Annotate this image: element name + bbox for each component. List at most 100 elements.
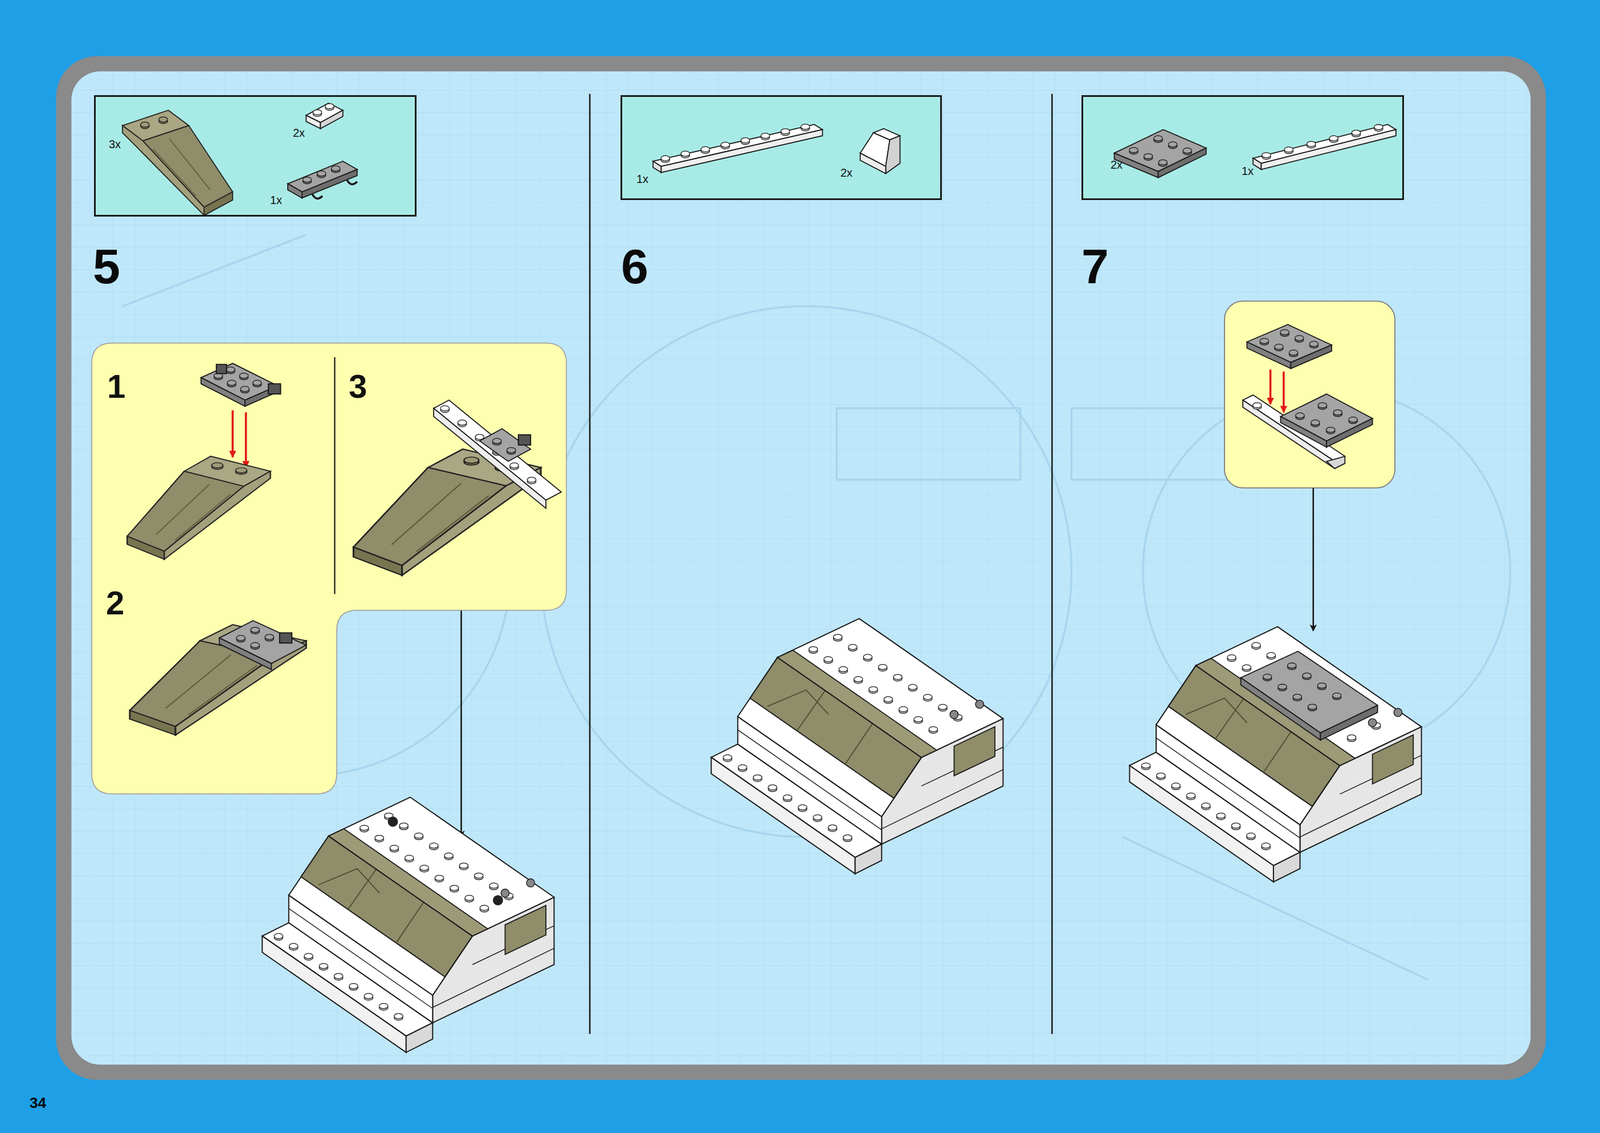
grey-plate-part [1246,341,1291,369]
clip-plate-part [287,183,302,198]
windscreen-part [122,109,233,215]
plate-assembly [1333,409,1342,417]
plate-assembly [1326,427,1336,435]
model-assembly [262,797,554,1053]
callout-divider [333,357,336,595]
clip-plate-part [252,380,262,387]
windscreen-assembly [129,620,306,736]
white-plate-part [1284,147,1293,154]
windscreen-part [122,109,233,215]
windscreen-assembly [479,428,532,461]
model-assembly [388,816,399,827]
windscreen-assembly [433,400,562,501]
model-assembly [1262,674,1272,681]
quantity-label: 3x [108,137,121,151]
grey-plate-part [1274,344,1284,351]
clip-plate-part [216,364,227,374]
clip-plate-part [226,366,235,374]
long-plate-part [740,137,750,145]
grey-plate-part [1288,349,1298,357]
long-plate-part [680,150,690,158]
plate-assembly [1280,416,1327,448]
callout-ground [91,343,567,795]
grey-plate-part [1182,148,1192,155]
long-plate-part [652,161,661,173]
sub-step-number: 2 [105,584,125,622]
windscreen-assembly [527,476,536,484]
windscreen-assembly [219,637,272,670]
white-plate-part [1262,152,1271,160]
windscreen-assembly [219,620,306,664]
windscreen-assembly [236,635,246,643]
grey-plate-part [1168,141,1177,149]
assembly-arrow [460,610,463,838]
step-number: 5 [92,239,121,294]
plate-assembly [1252,402,1262,410]
panel-ground [71,71,1531,1065]
parts-ground [620,95,942,200]
grey-plate-part [1259,338,1269,346]
quantity-label: 2x [292,126,305,140]
step-divider [1051,94,1053,1035]
parts-ground [94,95,417,217]
model-assembly [711,618,1003,874]
placement-arrow [231,410,235,457]
model-assembly [1332,692,1341,700]
white-plate-part [1252,124,1397,164]
windscreen-assembly [440,405,450,413]
long-plate-part [652,124,823,167]
quantity-label: 1x [1241,164,1254,178]
grey-plate-part [1309,341,1318,349]
windscreen-assembly [279,632,292,643]
quantity-label: 2x [1110,158,1123,171]
slope-part [860,128,901,174]
quantity-label: 2x [840,166,853,179]
windscreen-assembly [353,449,541,575]
white-plate-part [305,115,321,129]
plate-assembly [1280,393,1373,441]
grey-plate-part [1246,324,1332,369]
model-assembly [1241,677,1321,740]
long-plate-part [652,124,823,173]
long-plate-part [660,129,823,173]
clip-plate-part [312,179,358,199]
white-plate-part [1306,141,1316,149]
plate-assembly [1317,402,1327,410]
slope-part [885,135,900,174]
clip-plate-part [201,363,281,407]
placement-arrow [245,412,248,468]
grey-plate-part [1129,147,1138,155]
step-number: 6 [621,239,649,294]
white-plate-part [1252,124,1397,170]
windscreen-assembly [353,400,562,575]
clip-plate-part [302,177,312,185]
model-assembly [1317,682,1326,690]
windscreen-assembly [129,624,306,736]
white-plate-part [1351,129,1361,137]
white-plate-part [320,109,343,129]
windscreen-part [127,456,271,560]
plate-assembly [1326,456,1345,469]
windscreen-assembly [250,627,260,635]
clip-plate-part [227,380,236,387]
clip-plate-part [287,161,358,199]
plate-assembly [1242,393,1373,469]
clip-plate-part [316,170,326,178]
windscreen-part [127,456,271,560]
clip-plate-part [240,386,250,394]
clip-plate-part [268,383,281,394]
sub-step-number: 1 [107,368,126,405]
callout-outline [91,343,567,794]
long-plate-part [781,128,790,136]
placement-arrow [1282,371,1285,413]
long-plate-part [700,146,710,154]
quantity-label: 1x [636,172,649,186]
grey-plate-part [1295,335,1304,343]
windscreen-assembly [518,434,531,446]
grey-plate-part [1158,148,1207,178]
plate-assembly [1348,417,1358,424]
windscreen-assembly [492,438,501,446]
clip-plate-part [201,377,246,407]
grey-plate-part [1114,129,1207,178]
grey-plate-part [1153,135,1163,143]
